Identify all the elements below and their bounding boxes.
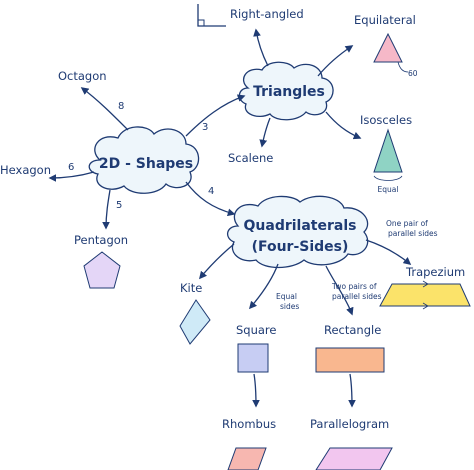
hexagon-label: Hexagon [0, 163, 51, 177]
pentagon-icon [83, 251, 121, 289]
arrow-to-triangles [185, 94, 246, 137]
arrow-to-equilateral [317, 45, 354, 77]
arrow-to-trapezium [365, 239, 412, 265]
arrow-to-hexagon [48, 171, 95, 182]
kite-label: Kite [180, 281, 202, 295]
octagon-label: Octagon [58, 69, 107, 83]
isosceles-note: Equal [378, 185, 399, 194]
pentagon-sides: 5 [116, 200, 122, 211]
triangle-sides: 3 [202, 122, 208, 133]
trapezium-note-line2: parallel sides [388, 229, 438, 238]
arrow-to-scalene [259, 117, 271, 148]
triangles-label: Triangles [253, 84, 325, 100]
square-icon [237, 343, 269, 373]
rhombus-icon [227, 447, 267, 470]
rectangle-note-line2: parallel sides [332, 292, 382, 301]
trapezium-note-line1: One pair of [386, 219, 428, 228]
arrow-to-pentagon [102, 189, 111, 230]
arrows [48, 28, 412, 408]
equilateral-angle-pointer [397, 61, 409, 73]
square-note-line2: sides [280, 302, 299, 311]
trapezium-label: Trapezium [405, 265, 465, 279]
right-angled-label: Right-angled [230, 7, 304, 21]
arrow-to-isosceles [325, 111, 362, 140]
scalene-label: Scalene [228, 151, 273, 165]
isosceles-label: Isosceles [360, 113, 412, 127]
arrow-to-parallelogram [348, 373, 356, 408]
square-label: Square [236, 323, 277, 337]
parallelogram-label: Parallelogram [310, 417, 389, 431]
hexagon-sides: 6 [68, 162, 74, 173]
quadrilateral-sides: 4 [208, 186, 214, 197]
equilateral-label: Equilateral [354, 13, 416, 27]
square-note-line1: Equal [276, 292, 297, 301]
arrow-to-rectangle [325, 265, 354, 316]
isosceles-triangle-icon [373, 128, 403, 173]
arrow-to-quadrilaterals [185, 181, 236, 217]
central-label: 2D - Shapes [99, 156, 193, 172]
octagon-sides: 8 [118, 101, 124, 112]
trapezium-icon [379, 283, 471, 307]
arrow-to-square [248, 263, 279, 310]
isosceles-equal-brace [373, 175, 403, 181]
arrow-to-rhombus [252, 373, 260, 408]
triangles-cloud [238, 61, 334, 121]
quadrilaterals-label-line2: (Four-Sides) [252, 239, 349, 255]
arrow-to-kite [199, 243, 235, 280]
kite-icon [179, 299, 211, 345]
rectangle-note-line1: Two pairs of [331, 282, 377, 291]
arrow-to-right-angled [253, 28, 269, 67]
trapezium-parallel-ticks [422, 280, 429, 310]
rectangle-icon [315, 347, 385, 373]
rhombus-label: Rhombus [222, 417, 276, 431]
equilateral-triangle-icon [373, 32, 403, 63]
quadrilaterals-cloud [227, 195, 369, 269]
arrow-to-octagon [80, 87, 129, 131]
parallelogram-icon [315, 447, 393, 470]
pentagon-label: Pentagon [74, 233, 128, 247]
quadrilaterals-label-line1: Quadrilaterals [244, 218, 357, 234]
right-angle-icon [197, 4, 226, 27]
equilateral-angle: 60 [408, 69, 418, 78]
rectangle-label: Rectangle [324, 323, 381, 337]
